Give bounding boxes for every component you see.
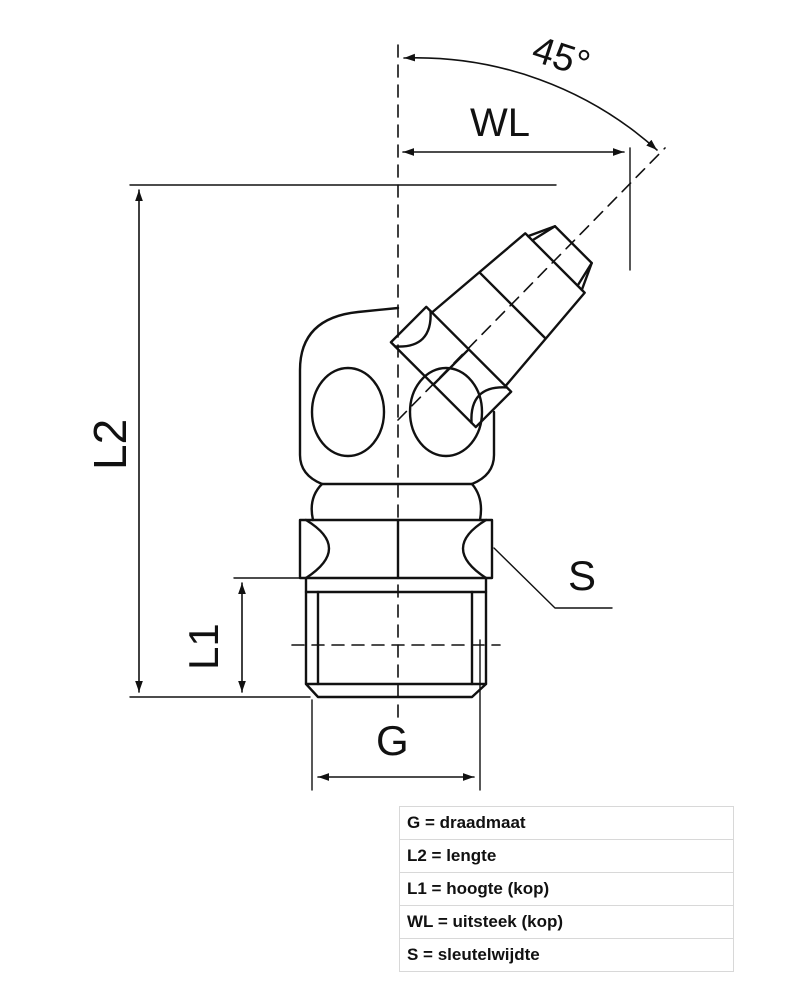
l1-label: L1 [180,623,227,670]
legend-row: S = sleutelwijdte [399,938,734,972]
s-label: S [568,552,596,599]
wl-label: WL [470,101,530,145]
legend-s: S = sleutelwijdte [399,938,734,972]
fitting-body [298,306,496,699]
extension-lines [129,147,631,791]
center-lines [291,44,666,721]
grease-nipple-drawing: 45° WL L2 L1 S G [84,29,666,791]
legend-row: WL = uitsteek (kop) [399,905,734,939]
angle-label: 45° [527,29,595,87]
legend-row: G = draadmaat [399,806,734,840]
legend-row: L1 = hoogte (kop) [399,872,734,906]
legend-wl: WL = uitsteek (kop) [399,905,734,939]
legend-g: G = draadmaat [399,806,734,840]
legend-l1: L1 = hoogte (kop) [399,872,734,906]
legend-table: G = draadmaat L2 = lengte L1 = hoogte (k… [399,806,734,972]
legend-row: L2 = lengte [399,839,734,873]
angled-head [389,225,593,429]
g-label: G [376,717,409,764]
l2-label: L2 [84,419,136,470]
dimension-lines [135,53,658,781]
legend-l2: L2 = lengte [399,839,734,873]
